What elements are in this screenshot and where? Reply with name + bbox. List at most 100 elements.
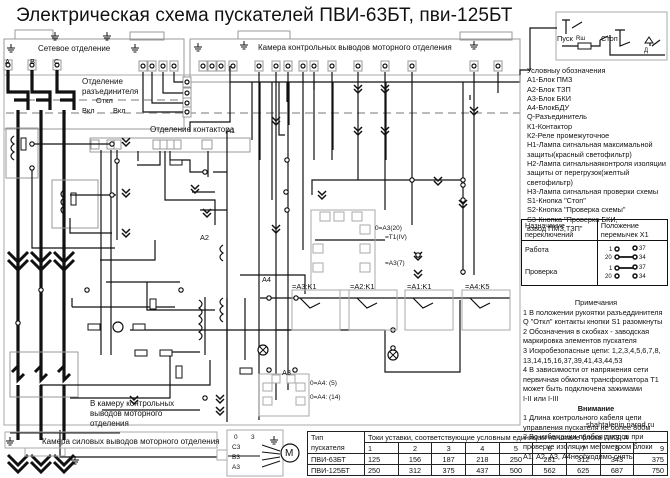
motor-term-c3: С3 xyxy=(232,444,241,451)
value-cell: 312 xyxy=(397,464,433,476)
ground-icon xyxy=(6,43,16,53)
ground-icon xyxy=(239,40,249,50)
current-settings-table: Тип Токи уставки, соответствующие условн… xyxy=(307,431,668,476)
motor-icon xyxy=(280,443,300,463)
legend-item: К2-Реле промежуточное xyxy=(527,131,610,141)
legend-item: А4-БлокБДУ xyxy=(527,103,570,113)
note-line: 2 Обозначения в скобках - заводская xyxy=(523,326,650,336)
t1n-block xyxy=(5,127,39,179)
value-cell: 562 xyxy=(532,464,567,476)
value-cell: 281 xyxy=(532,453,567,465)
value-cell: 625 xyxy=(565,464,601,476)
a3-block xyxy=(258,373,310,417)
lamps xyxy=(112,321,399,361)
to-chamber-label-1: В камеру контрольных xyxy=(90,399,175,408)
to-chamber-label-3: отделения xyxy=(90,419,129,428)
fuses-resistors xyxy=(87,159,253,379)
a4-out-3: =A3(7) xyxy=(385,260,405,267)
table-row: ПВИ-63БТ 125 156 187 218 250 281 312 343… xyxy=(307,453,668,465)
value-cell: 312 xyxy=(565,453,601,465)
motor-term-0: 0 xyxy=(234,434,238,441)
site-link[interactable]: shahtalenin.narod.ru xyxy=(586,420,655,429)
type-header-1: Тип xyxy=(307,431,365,443)
jumper-mode-work: Работа xyxy=(521,239,598,266)
current-table-caption: Токи уставки, соответствующие условным е… xyxy=(364,431,668,443)
value-cell: 375 xyxy=(431,464,466,476)
ground-icon xyxy=(130,43,140,53)
warning-heading: Внимание xyxy=(577,403,615,413)
legend-item: А2-Блок ТЗП xyxy=(527,84,571,94)
disconnector-label-1: Отделение xyxy=(82,77,123,86)
phase-c-label: C xyxy=(54,57,60,66)
legend-item: защиты от перегрузок(желтый xyxy=(527,168,630,178)
legend-item: Н1-Лампа сигнальная максимальной xyxy=(527,140,653,150)
relay-a2k1: =A2:K1 xyxy=(350,282,375,291)
power-lines xyxy=(6,70,76,440)
motor-term-b3: В3 xyxy=(232,454,240,461)
a4-block xyxy=(310,209,376,291)
motor-label: М xyxy=(285,448,294,459)
value-cell: 750 xyxy=(633,464,668,476)
network-section-label: Сетевое отделение xyxy=(38,44,111,53)
svg-text:34: 34 xyxy=(639,255,646,261)
power-connectors xyxy=(6,250,76,475)
value-cell: 125 xyxy=(364,453,399,465)
relay-a4k5: =A4:K5 xyxy=(465,282,490,291)
svg-text:20: 20 xyxy=(605,255,612,261)
table-row: ПВИ-125БТ 250 312 375 437 500 562 625 68… xyxy=(307,464,668,476)
legend-item: Н2-Лампа сигнальнаяконтроля изоляции xyxy=(527,158,666,168)
row-type: ПВИ-125БТ xyxy=(307,464,365,476)
unit-cell: 2 xyxy=(397,442,433,454)
start-button-label: Пуск xyxy=(557,34,573,43)
note-line: первичная обмотка трансформатора Т1 xyxy=(523,374,659,384)
a4-label: A4 xyxy=(262,275,272,284)
note-line: 1 В положении рукоятки разъеддинителя xyxy=(523,307,663,317)
unit-cell: 3 xyxy=(431,442,466,454)
disconnector-label-2: разъединителя xyxy=(82,87,139,96)
power-chamber-label: Камера силовых выводов моторного отделен… xyxy=(42,437,220,446)
value-cell: 250 xyxy=(498,453,534,465)
a4-out-2: =T1(IV) xyxy=(385,234,407,241)
jumper-header-purpose: Назначение переключений xyxy=(521,219,598,241)
note-line: может быть подключена зажимами xyxy=(523,384,643,394)
unit-cell: 4 xyxy=(464,442,500,454)
motor-term-3: 3 xyxy=(251,434,255,441)
unit-cell: 6 xyxy=(532,442,567,454)
contactor-k1-poles xyxy=(9,351,79,398)
shunt-resistor-label: Rш xyxy=(576,36,586,42)
ground-icon xyxy=(193,42,203,52)
relay-blocks xyxy=(291,289,511,331)
warning-line: 1 Длина контрольного кабеля цепи xyxy=(523,413,642,423)
unit-cell: 5 xyxy=(498,442,534,454)
note-line: 13,14,15,16,37,39,41,43,44,53 xyxy=(523,355,623,365)
a1-label: A1 xyxy=(226,126,236,135)
ground-icon xyxy=(469,40,479,50)
value-cell: 218 xyxy=(464,453,500,465)
contactor-section-label: Отделение контактора xyxy=(150,125,235,134)
unit-cell: 1 xyxy=(364,442,399,454)
relay-a3k1: =A3:K1 xyxy=(292,282,317,291)
note-line: маркировка элементов пускателя xyxy=(523,336,637,346)
transformer-t1 xyxy=(197,299,203,341)
jumper-table: Назначение переключений Положение перемы… xyxy=(521,219,669,286)
note-line: Q "Откл" контакты кнопки S1 разомкнуты xyxy=(523,317,663,327)
unit-cell: 7 xyxy=(565,442,601,454)
legend-item: S2-Кнопка "Проверка схемы" xyxy=(527,205,626,215)
control-terminals xyxy=(182,60,503,118)
svg-text:1: 1 xyxy=(609,247,613,253)
legend-item: А3-Блок БКИ xyxy=(527,93,571,103)
warning-line: управления пускателя не более 800м xyxy=(523,422,651,432)
svg-text:1: 1 xyxy=(609,266,613,272)
jumper-header-position: Положение перемычек Х1 xyxy=(596,219,669,241)
row-type: ПВИ-63БТ xyxy=(307,453,365,465)
unit-cell: 9 xyxy=(633,442,668,454)
legend: Условныу обозначения А1-Блок ПМЗ А2-Блок… xyxy=(527,66,667,233)
notes-heading: Примечания xyxy=(574,298,618,307)
svg-text:37: 37 xyxy=(639,246,646,252)
svg-text:37: 37 xyxy=(639,265,646,271)
a2-label: A2 xyxy=(200,233,210,242)
stop-button-label: Стоп xyxy=(601,34,618,43)
switch-on-left-label: Вкл xyxy=(82,106,95,115)
value-cell: 250 xyxy=(364,464,399,476)
